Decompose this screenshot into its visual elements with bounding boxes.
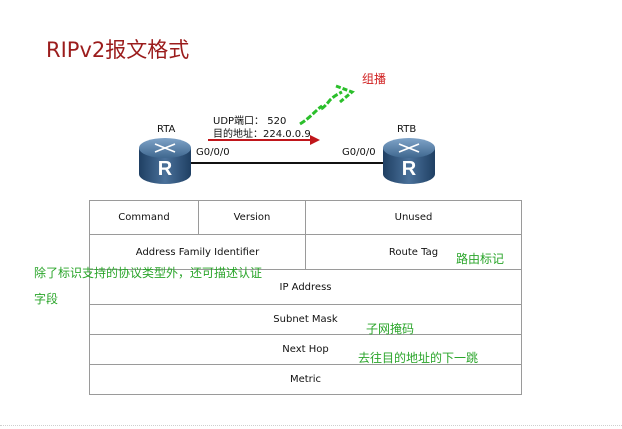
table-row: IP Address: [89, 269, 522, 305]
router-a-interface: G0/0/0: [196, 147, 230, 158]
multicast-label: 组播: [362, 72, 387, 86]
unused-field: Unused: [305, 200, 522, 235]
router-a-name: RTA: [157, 124, 176, 135]
page-title: RIPv2报文格式: [46, 38, 190, 62]
link-line: [188, 162, 388, 164]
metric-field: Metric: [89, 364, 522, 395]
router-b-interface: G0/0/0: [342, 147, 376, 158]
table-row: Subnet Mask: [89, 304, 522, 335]
next-hop-note: 去往目的地址的下一跳: [358, 351, 479, 365]
ip-address-field: IP Address: [89, 269, 522, 305]
afi-note-line2: 字段: [34, 292, 59, 306]
route-tag-note: 路由标记: [456, 252, 505, 266]
divider: [0, 425, 622, 426]
destination-address-text: 目的地址：224.0.0.9: [213, 129, 311, 140]
router-icon: [139, 138, 191, 184]
router-letter: R: [401, 158, 417, 180]
udp-port-text: UDP端口： 520: [213, 116, 287, 127]
red-arrow-icon: [208, 135, 320, 145]
afi-note-line1: 除了标识支持的协议类型外，还可描述认证: [34, 266, 263, 280]
router-icon: [383, 138, 435, 184]
multicast-arrow-icon: [299, 84, 355, 126]
router-a: R: [137, 134, 193, 188]
subnet-mask-note: 子网掩码: [366, 322, 415, 336]
table-row: Command Version Unused: [89, 200, 522, 235]
router-letter: R: [157, 158, 173, 180]
router-b: R: [381, 134, 437, 188]
subnet-mask-field: Subnet Mask: [89, 304, 522, 335]
table-row: Metric: [89, 364, 522, 395]
ripv2-packet-table: Command Version Unused Address Family Id…: [89, 200, 522, 395]
command-field: Command: [89, 200, 199, 235]
router-b-name: RTB: [397, 124, 417, 135]
version-field: Version: [198, 200, 306, 235]
